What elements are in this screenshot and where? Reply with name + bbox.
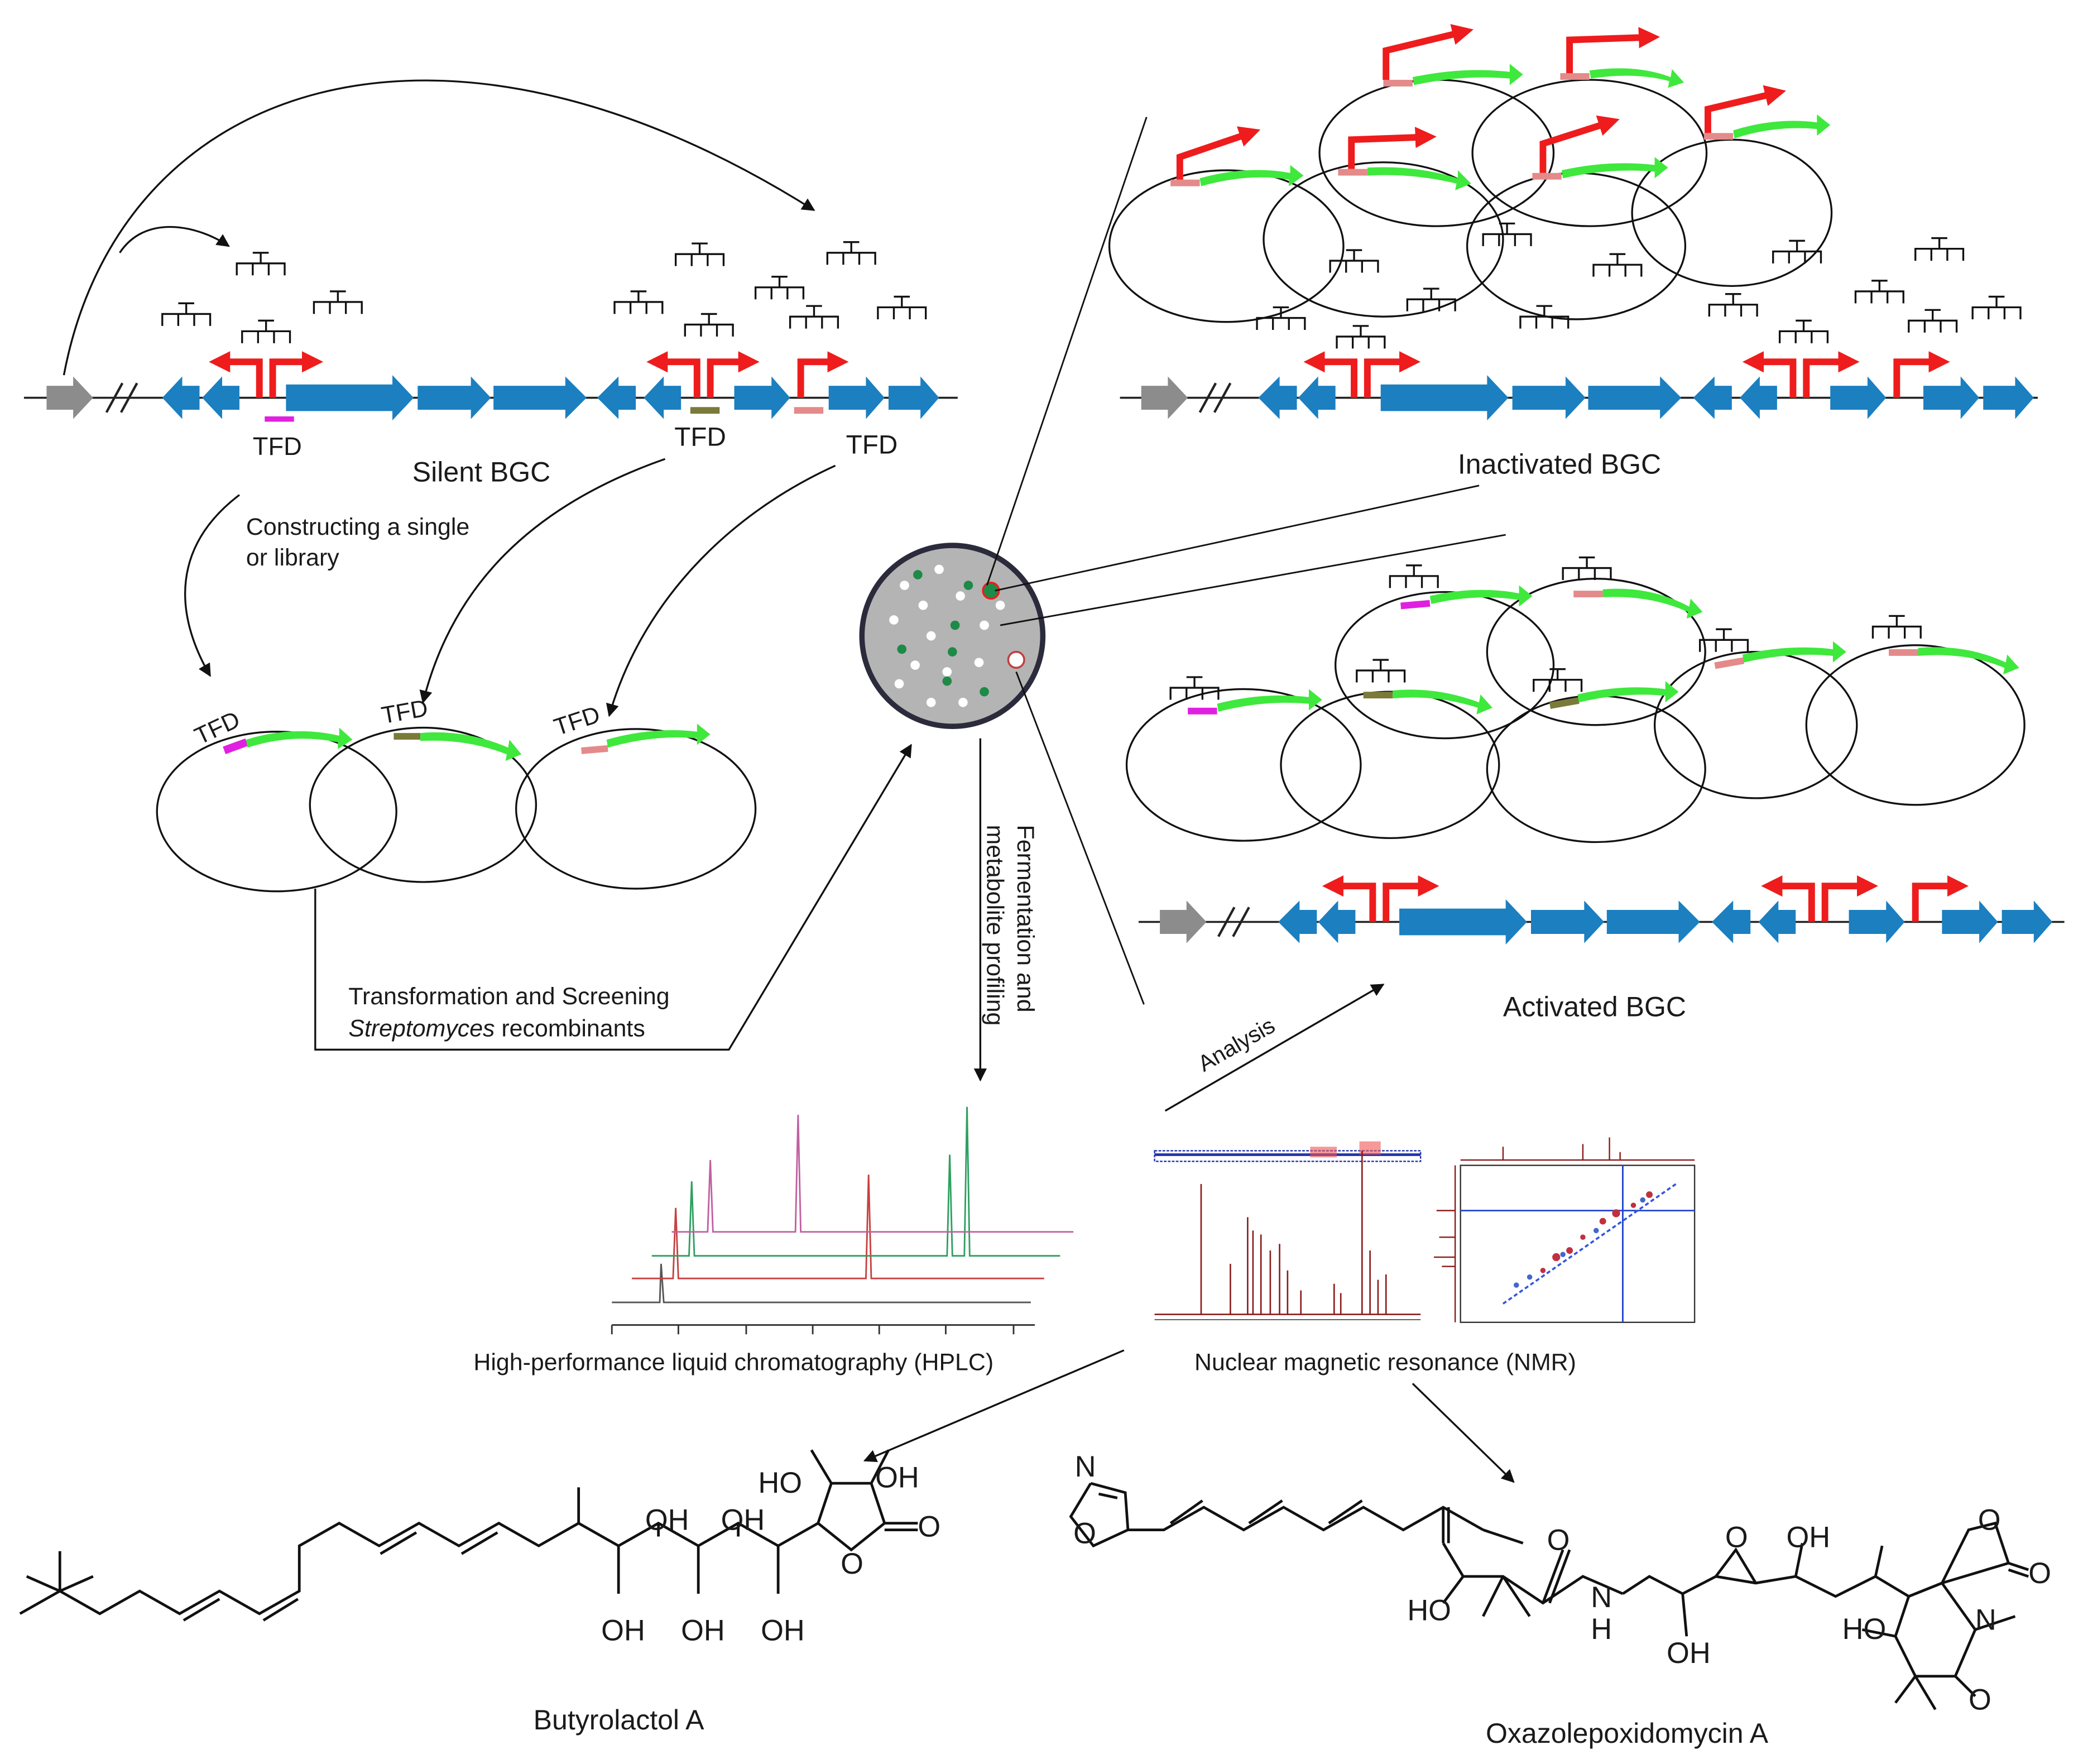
- svg-text:HO: HO: [1842, 1613, 1887, 1646]
- butyrolactol-a-atoms: OH OH HO OH OH OH OH O O: [601, 1461, 940, 1647]
- tf-dimers-silent: [161, 241, 927, 343]
- transform-arrow: [314, 744, 912, 1051]
- arrow-to-butyrolactol: [863, 1349, 1125, 1463]
- gray-gene-arrow: [46, 376, 93, 419]
- tfd-label-2: TFD: [674, 422, 726, 452]
- transform-label-2: Streptomyces recombinants: [348, 1015, 645, 1042]
- hplc-chromatogram: [611, 1106, 1074, 1335]
- tfd-box-olive: [690, 407, 720, 414]
- tf-dimers-activated: [1169, 556, 1922, 700]
- oxazolepoxidomycin-a-atoms: N O O HO N H OH O OH HO O O N O: [1073, 1451, 2051, 1716]
- svg-text:OH: OH: [761, 1614, 805, 1647]
- svg-text:OH: OH: [681, 1614, 725, 1647]
- svg-text:O: O: [841, 1548, 863, 1580]
- construct-label-1: Constructing a single: [246, 514, 469, 540]
- svg-text:O: O: [1978, 1504, 2001, 1537]
- svg-text:HO: HO: [758, 1467, 802, 1499]
- butyrolactol-a-structure: [19, 1449, 918, 1622]
- svg-text:O: O: [1725, 1522, 1748, 1554]
- construct-label-2: or library: [246, 544, 339, 571]
- tfd-label-3: TFD: [846, 430, 898, 460]
- svg-text:O: O: [1073, 1517, 1096, 1550]
- svg-text:OH: OH: [601, 1614, 645, 1647]
- svg-text:TFD: TFD: [380, 695, 430, 730]
- tfd-box-pink: [794, 407, 824, 414]
- svg-text:O: O: [1969, 1684, 1991, 1716]
- analysis-arrow: [1164, 984, 1385, 1112]
- construct-arrows: [184, 458, 836, 717]
- svg-text:OH: OH: [645, 1504, 689, 1537]
- hplc-label: High-performance liquid chromatography (…: [473, 1349, 993, 1376]
- analysis-label: Analysis: [1193, 1012, 1279, 1076]
- activated-bgc-label: Activated BGC: [1503, 991, 1686, 1023]
- svg-text:N: N: [1075, 1451, 1096, 1483]
- svg-text:OH: OH: [1787, 1522, 1831, 1554]
- tfd-label-1: TFD: [253, 432, 302, 461]
- svg-text:OH: OH: [1667, 1637, 1711, 1670]
- svg-text:N: N: [1591, 1581, 1612, 1614]
- nmr-label: Nuclear magnetic resonance (NMR): [1194, 1349, 1576, 1376]
- plasmid-library: TFD TFD TFD: [156, 695, 757, 893]
- tfd-box-magenta: [265, 416, 294, 422]
- tf-dimers-inactivated: [1256, 222, 2022, 349]
- arrow-to-oxazolepoxidomycin: [1412, 1383, 1515, 1483]
- activated-bgc-cluster: [1138, 875, 2065, 945]
- silent-bgc-promoters: [209, 351, 849, 398]
- transform-label-1: Transformation and Screening: [348, 983, 669, 1010]
- svg-text:O: O: [1547, 1524, 1570, 1556]
- nmr-2d-spectrum: [1434, 1137, 1696, 1323]
- silent-bgc-cluster: [23, 351, 958, 422]
- svg-text:H: H: [1591, 1613, 1612, 1646]
- svg-text:HO: HO: [1407, 1595, 1451, 1627]
- compound2-label: Oxazolepoxidomycin A: [1486, 1718, 1769, 1749]
- svg-text:OH: OH: [721, 1504, 765, 1537]
- ferment-label-2: metabolite profiling: [981, 825, 1008, 1026]
- compound1-label: Butyrolactol A: [534, 1704, 705, 1736]
- silent-bgc-label: Silent BGC: [412, 457, 550, 488]
- svg-text:O: O: [2028, 1557, 2051, 1590]
- inactivated-bgc-cluster: [1120, 351, 2038, 421]
- silent-bgc-genes: [162, 375, 939, 421]
- oxazolepoxidomycin-a-structure: [1069, 1482, 2029, 1710]
- inactivated-bgc-label: Inactivated BGC: [1458, 448, 1661, 480]
- arc-arrows: [63, 79, 815, 376]
- petri-plate: [859, 543, 1046, 729]
- inactivated-plasmids: [1108, 24, 1833, 323]
- svg-text:N: N: [1975, 1604, 1996, 1636]
- svg-text:TFD: TFD: [551, 701, 603, 741]
- svg-text:O: O: [918, 1511, 940, 1543]
- activated-plasmids: [1125, 577, 2026, 843]
- zoom-lines: [986, 117, 1506, 1005]
- svg-text:OH: OH: [875, 1461, 919, 1494]
- ferment-label-1: Fermentation and: [1012, 825, 1039, 1013]
- nmr-1d-spectrum: [1154, 1141, 1422, 1320]
